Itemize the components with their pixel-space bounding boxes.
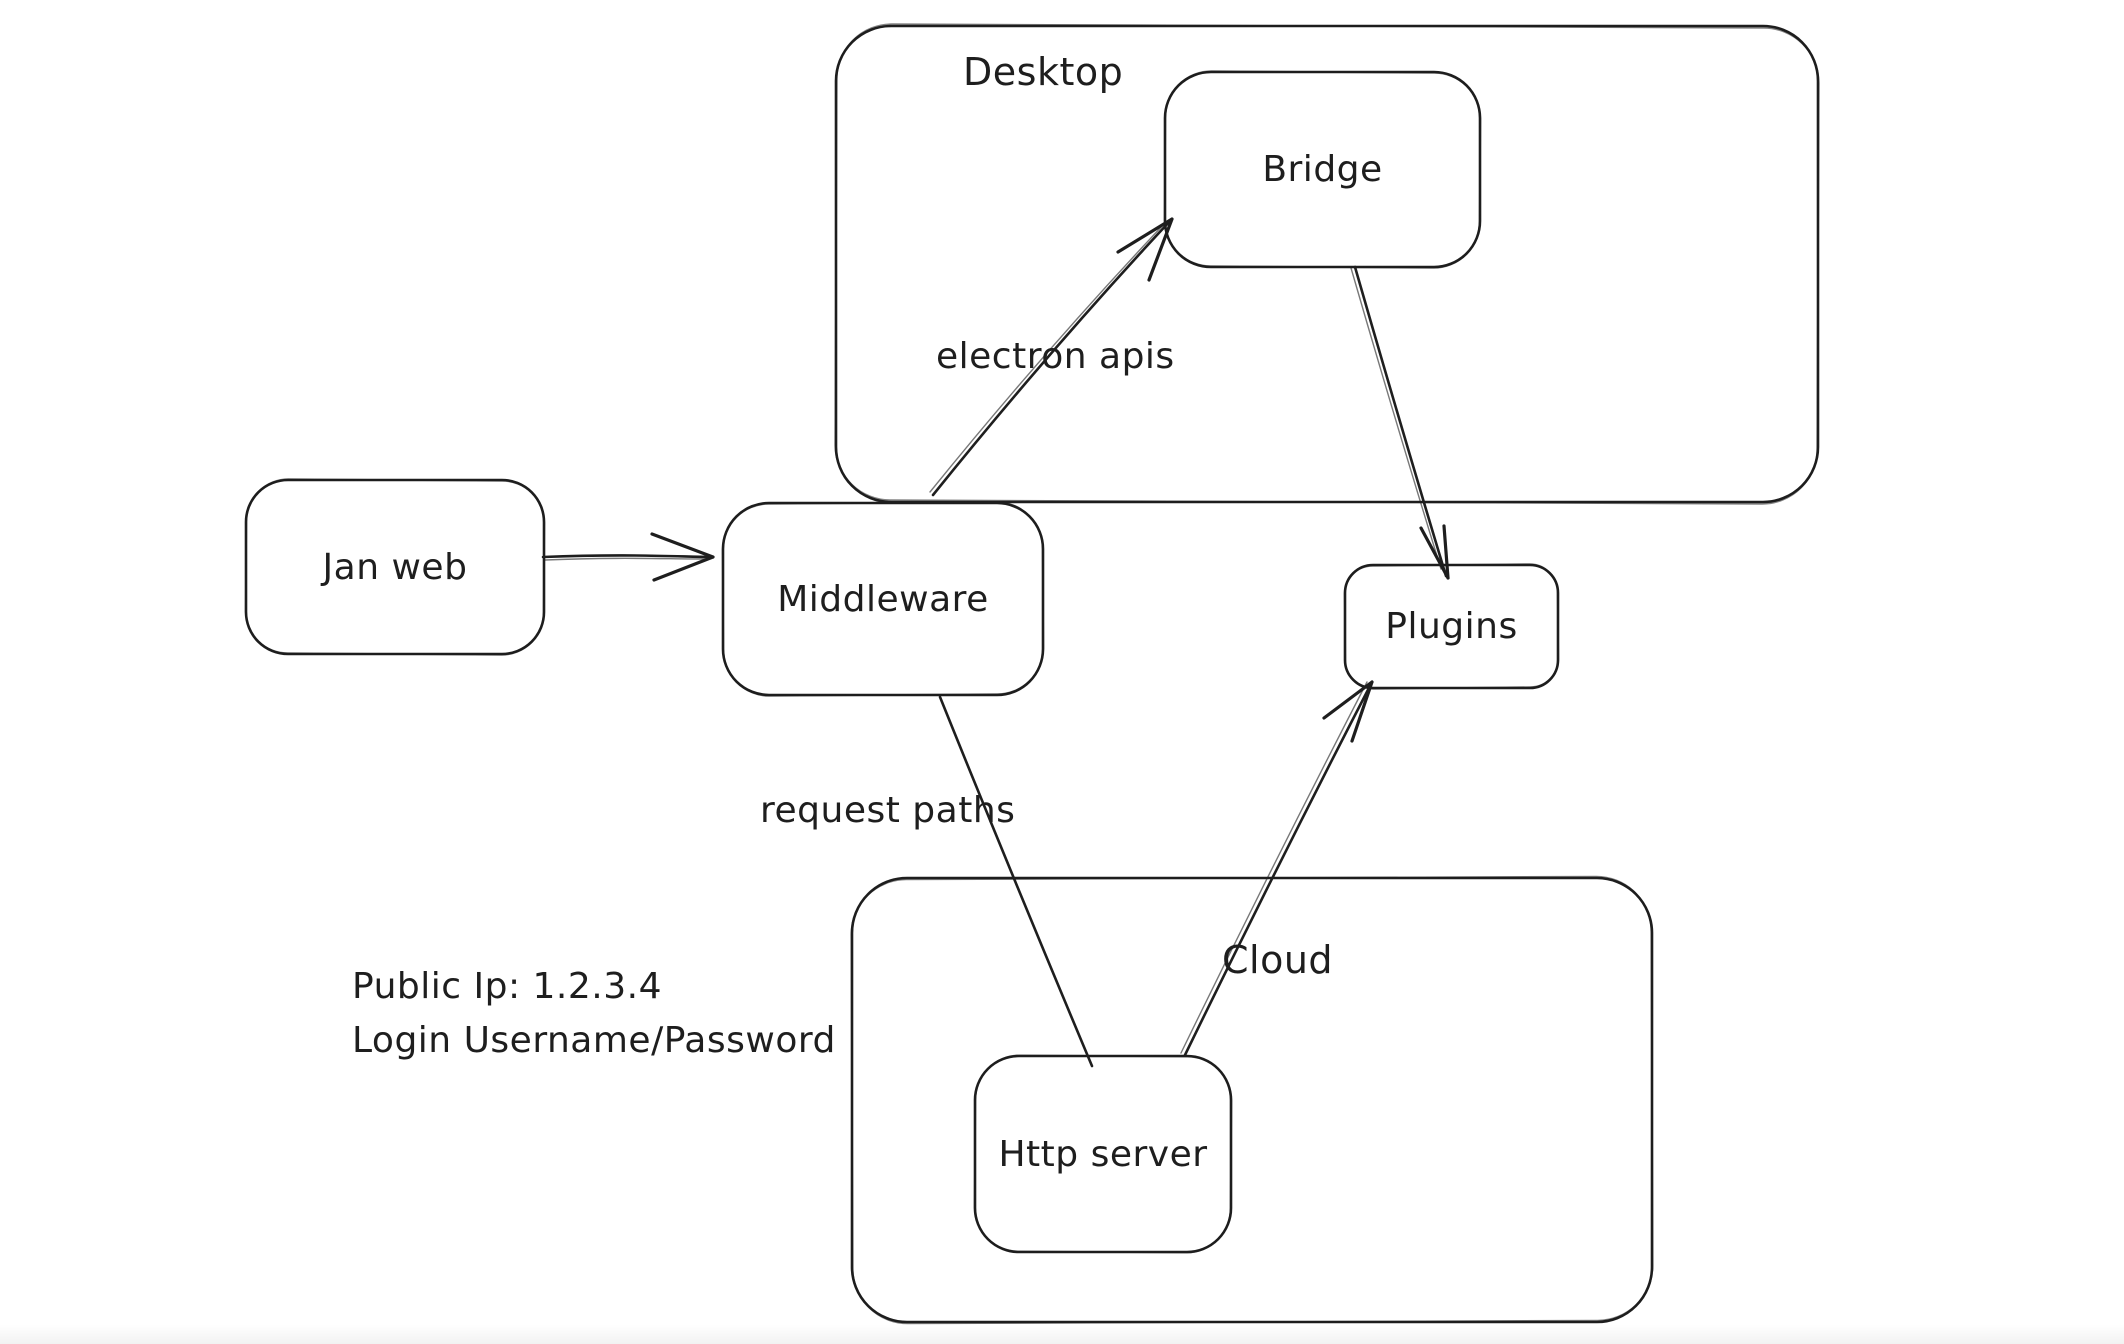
edge-janweb-to-middleware-arrowhead [650, 532, 715, 582]
edge-middleware-to-httpserver[interactable] [938, 695, 1094, 1068]
cloud-container-label: Cloud [1222, 938, 1334, 982]
edge-janweb-to-middleware-line [541, 554, 713, 559]
edge-httpserver-to-plugins-line-sketch [1180, 681, 1368, 1054]
jan-web-label: Jan web [322, 546, 468, 588]
bridge-node[interactable] [1163, 70, 1482, 269]
edge-bridge-to-plugins-line [1353, 265, 1448, 578]
edge-middleware-to-httpserver-line [938, 695, 1094, 1068]
edge-bridge-to-plugins[interactable] [1350, 265, 1450, 580]
edge-httpserver-to-plugins-line [1183, 682, 1373, 1057]
edge-janweb-to-middleware-line-sketch [544, 557, 709, 561]
annotation-public-ip: Public Ip: 1.2.3.4 [352, 966, 662, 1007]
desktop-container[interactable] [834, 23, 1820, 505]
plugins-label: Plugins [1385, 606, 1518, 647]
plugins-node[interactable] [1343, 563, 1560, 690]
edge-httpserver-to-plugins[interactable] [1180, 680, 1374, 1057]
edge-httpserver-to-plugins-arrowhead [1322, 680, 1374, 743]
annotation-text: Public Ip: 1.2.3.4 Login Username/Passwo… [352, 960, 836, 1068]
cloud-container-outline-sketch [850, 875, 1654, 1325]
http-server-node[interactable] [973, 1054, 1233, 1254]
edge-middleware-to-bridge-arrowhead [1116, 217, 1174, 282]
http-server-label: Http server [998, 1133, 1208, 1175]
middleware-node[interactable] [721, 501, 1045, 697]
bridge-label: Bridge [1262, 149, 1383, 190]
electron-apis-edge-label: electron apis [936, 336, 1175, 377]
plugins-node-outline-sketch [1343, 563, 1560, 690]
middleware-node-outline-sketch [721, 501, 1045, 697]
edge-bridge-to-plugins-line-sketch [1350, 267, 1442, 570]
annotation-login: Login Username/Password [352, 1020, 836, 1061]
edge-bridge-to-plugins-arrowhead [1419, 524, 1450, 580]
request-paths-edge-label: request paths [760, 790, 1016, 831]
jan-web-node[interactable] [244, 478, 546, 656]
http-server-node-outline-sketch [973, 1054, 1233, 1254]
edge-middleware-to-bridge-line-sketch [929, 221, 1167, 493]
desktop-container-label: Desktop [963, 50, 1124, 94]
edge-janweb-to-middleware[interactable] [541, 532, 715, 582]
edge-middleware-to-bridge-line [931, 219, 1172, 497]
bridge-node-outline-sketch [1163, 70, 1482, 269]
middleware-label: Middleware [777, 578, 989, 620]
jan-web-node-outline-sketch [244, 478, 546, 656]
desktop-container-outline-sketch [834, 23, 1820, 505]
cloud-container[interactable] [850, 875, 1654, 1325]
edge-middleware-to-bridge[interactable] [929, 217, 1174, 497]
